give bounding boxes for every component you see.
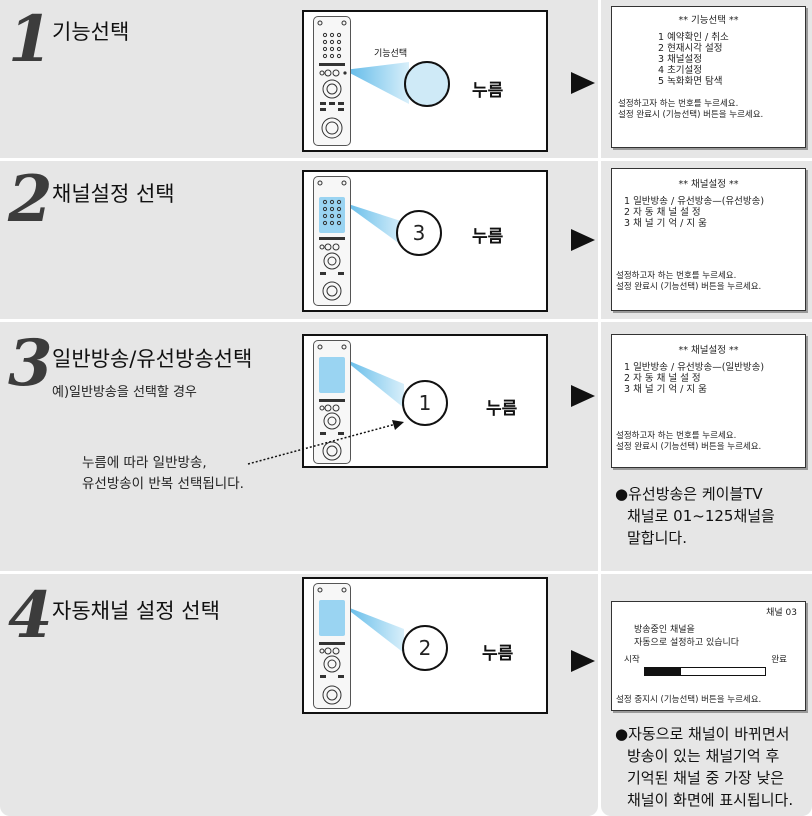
- remote-buttons-icon: [317, 344, 347, 461]
- remote-control-icon: [313, 16, 351, 146]
- ir-beam: [344, 62, 409, 104]
- bullet-note: ●자동으로 채널이 바뀌면서 방송이 있는 채널기억 후 기억된 채널 중 가장…: [615, 723, 793, 811]
- function-select-label: 기능선택: [374, 49, 408, 59]
- screen-footer: 설정하고자 하는 번호를 누르세요.: [616, 431, 737, 441]
- tv-screen: ** 기능선택 ** 1 예약확인 / 취소 2 현재시각 설정 3 채널설정 …: [611, 6, 806, 148]
- screen-footer: 설정하고자 하는 번호를 누르세요.: [616, 271, 737, 281]
- tv-screen: ** 채널설정 ** 1 일반방송 / 유선방송—(유선방송) 2 자 동 채 …: [611, 168, 806, 311]
- function-button-circle: [404, 61, 450, 107]
- menu-option: 4 초기설정: [658, 65, 703, 76]
- bullet-line: 방송이 있는 채널기억 후: [627, 747, 780, 765]
- number-button-circle: 2: [402, 625, 448, 671]
- remote-control-icon: [313, 583, 351, 709]
- step-number: 2: [8, 162, 53, 237]
- press-label: 누름: [486, 399, 518, 419]
- keypad-highlight: [319, 357, 345, 393]
- screen-title: ** 기능선택 **: [678, 15, 739, 26]
- ir-beam: [342, 358, 404, 408]
- remote-buttons-icon: [317, 20, 347, 139]
- remote-control-icon: [313, 340, 351, 464]
- remote-panel: 1 누름: [302, 334, 548, 468]
- next-arrow-icon: [571, 72, 595, 94]
- bullet-line: ●유선방송은 케이블TV: [615, 485, 763, 503]
- remote-buttons-icon: [317, 587, 347, 705]
- note-line: 유선방송이 반복 선택됩니다.: [82, 476, 244, 492]
- screen-footer: 설정 완료시 (기능선택) 버튼을 누르세요.: [618, 110, 764, 120]
- bullet-note: ●유선방송은 케이블TV 채널로 01~125채널을 말합니다.: [615, 483, 775, 549]
- ir-beam: [342, 202, 404, 247]
- progress-end-label: 완료: [771, 655, 787, 665]
- progress-bar: [644, 667, 766, 676]
- next-arrow-icon: [571, 650, 595, 672]
- number-button-circle: 3: [396, 210, 442, 256]
- remote-panel: 기능선택 누름: [302, 10, 548, 152]
- next-arrow-icon: [571, 229, 595, 251]
- step-title: 채널설정 선택: [52, 182, 175, 206]
- progress-start-label: 시작: [624, 655, 640, 665]
- remote-panel: 2 누름: [302, 577, 548, 714]
- step-title: 일반방송/유선방송선택: [52, 347, 253, 371]
- bullet-line: 말합니다.: [627, 529, 687, 547]
- press-label: 누름: [482, 644, 514, 664]
- step-note: 누름에 따라 일반방송, 유선방송이 반복 선택됩니다.: [82, 453, 244, 495]
- step-title: 자동채널 설정 선택: [52, 599, 220, 623]
- note-line: 누름에 따라 일반방송,: [82, 455, 207, 471]
- step-number: 1: [8, 2, 53, 77]
- press-label: 누름: [472, 227, 504, 247]
- status-text: 자동으로 설정하고 있습니다: [634, 638, 740, 648]
- remote-buttons-icon: [317, 180, 347, 301]
- step-number: 4: [8, 578, 53, 653]
- progress-fill: [645, 668, 681, 675]
- channel-indicator: 채널 03: [766, 608, 797, 618]
- menu-option: 3 채널설정: [658, 54, 703, 65]
- bullet-line: ●자동으로 채널이 바뀌면서: [615, 725, 790, 743]
- status-text: 방송중인 채널을: [634, 625, 695, 635]
- divider: [0, 158, 812, 161]
- bullet-line: 채널로 01~125채널을: [627, 507, 775, 525]
- number-button-circle: 1: [402, 380, 448, 426]
- divider: [0, 571, 812, 574]
- next-arrow-icon: [571, 385, 595, 407]
- press-label: 누름: [472, 81, 504, 101]
- screen-footer: 설정 중지시 (기능선택) 버튼을 누르세요.: [616, 695, 762, 705]
- ir-beam: [342, 605, 404, 653]
- remote-panel: 3 누름: [302, 170, 548, 312]
- screen-title: ** 채널설정 **: [678, 179, 739, 190]
- step-title: 기능선택: [52, 20, 130, 44]
- tv-screen: 채널 03 방송중인 채널을 자동으로 설정하고 있습니다 시작 완료 설정 중…: [611, 601, 806, 711]
- remote-control-icon: [313, 176, 351, 306]
- step-subtitle: 예)일반방송을 선택할 경우: [52, 385, 197, 400]
- pointer-arrow: [247, 420, 404, 465]
- screen-footer: 설정 완료시 (기능선택) 버튼을 누르세요.: [616, 442, 762, 452]
- menu-option: 5 녹화화면 탐색: [658, 76, 723, 87]
- menu-option: 3 채 널 기 억 / 지 움: [624, 218, 707, 229]
- screen-footer: 설정하고자 하는 번호를 누르세요.: [618, 99, 739, 109]
- menu-option: 2 자 동 채 널 설 정: [624, 373, 701, 384]
- step-number: 3: [8, 326, 53, 401]
- screen-footer: 설정 완료시 (기능선택) 버튼을 누르세요.: [616, 282, 762, 292]
- menu-option: 2 자 동 채 널 설 정: [624, 207, 701, 218]
- menu-option: 2 현재시각 설정: [658, 43, 723, 54]
- keypad-highlight: [319, 600, 345, 636]
- divider: [0, 319, 812, 322]
- bullet-line: 기억된 채널 중 가장 낮은: [627, 769, 785, 787]
- menu-option: 1 일반방송 / 유선방송—(일반방송): [624, 362, 765, 373]
- menu-option: 1 일반방송 / 유선방송—(유선방송): [624, 196, 765, 207]
- screen-title: ** 채널설정 **: [678, 345, 739, 356]
- menu-option: 3 채 널 기 억 / 지 움: [624, 384, 707, 395]
- menu-option: 1 예약확인 / 취소: [658, 32, 729, 43]
- tv-screen: ** 채널설정 ** 1 일반방송 / 유선방송—(일반방송) 2 자 동 채 …: [611, 334, 806, 468]
- bullet-line: 채널이 화면에 표시됩니다.: [627, 791, 794, 809]
